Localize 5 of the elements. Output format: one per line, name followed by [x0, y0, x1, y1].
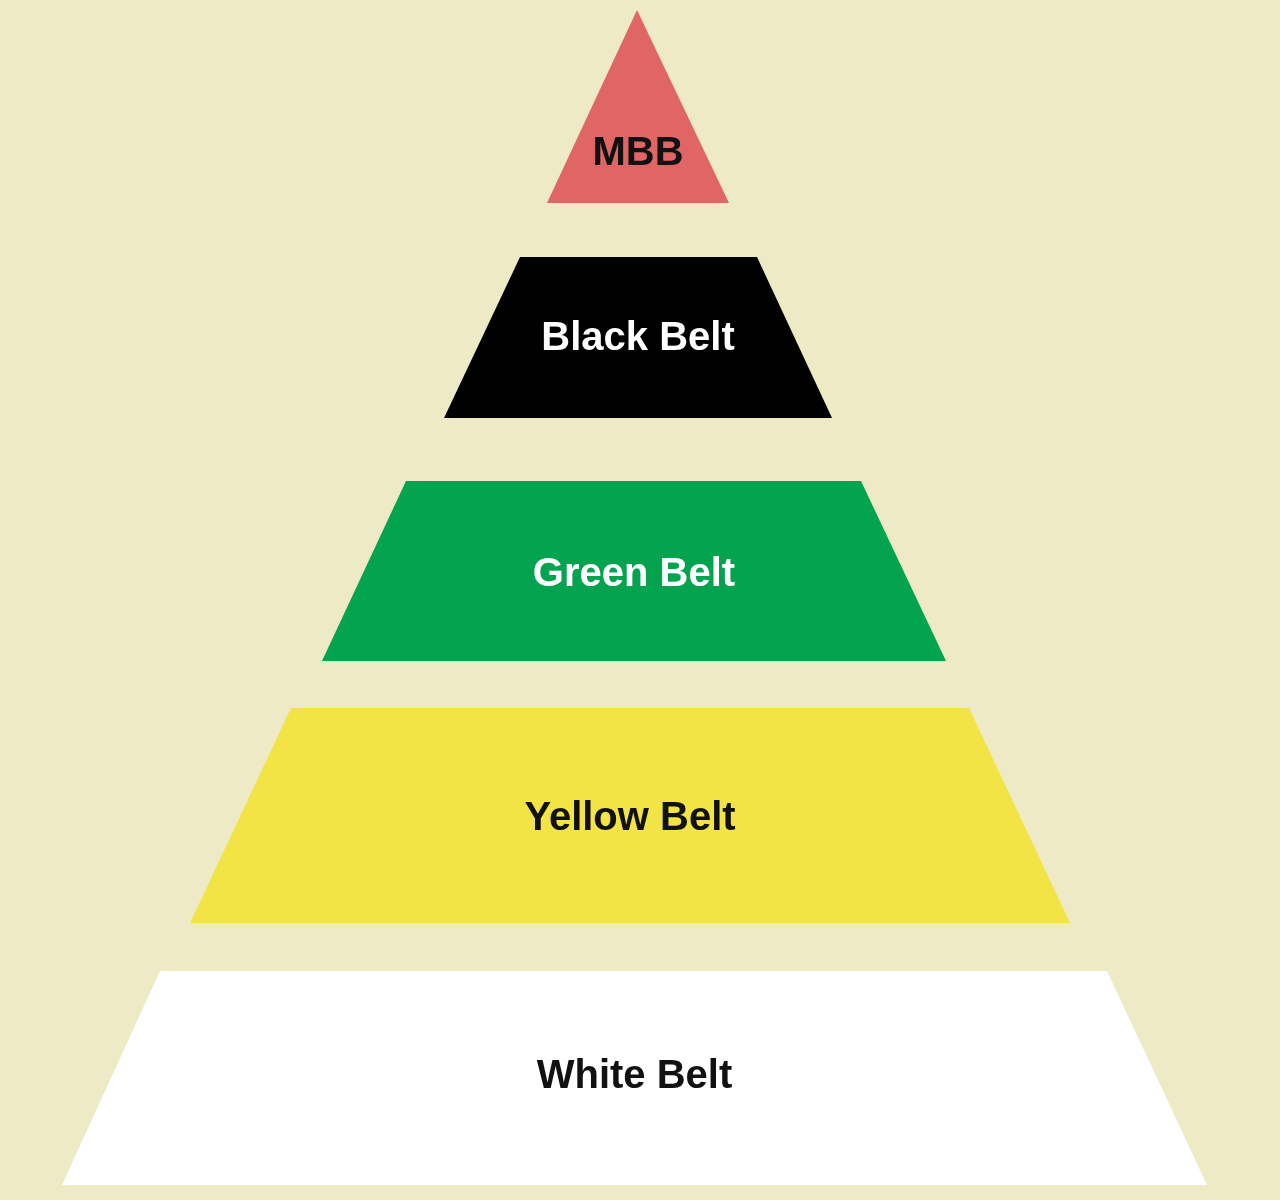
level-label: White Belt — [535, 1052, 734, 1097]
level-label: Black Belt — [540, 314, 736, 359]
level-label: Green Belt — [531, 550, 737, 595]
level-label: Yellow Belt — [523, 794, 737, 839]
level-label: MBB — [591, 129, 685, 174]
